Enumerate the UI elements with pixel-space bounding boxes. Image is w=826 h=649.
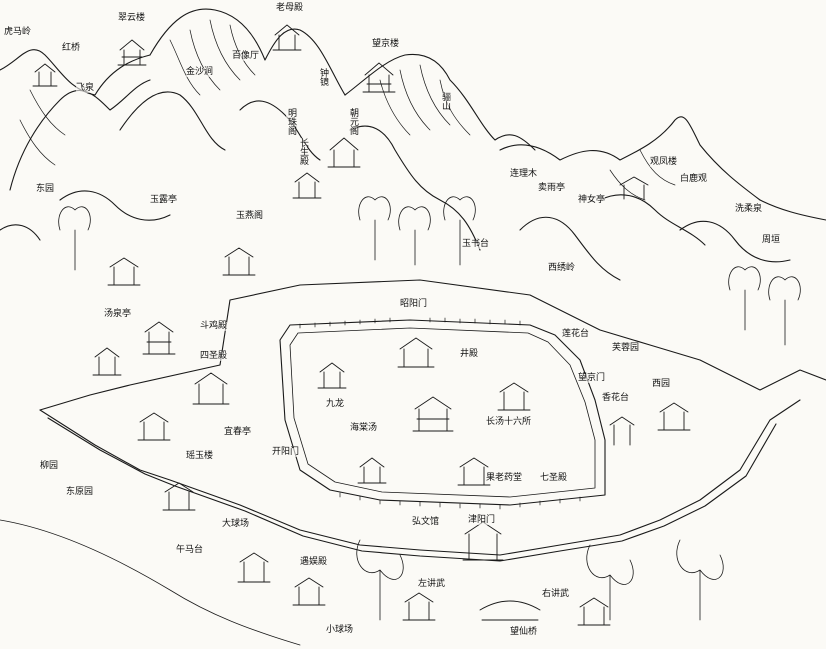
label-kai-yang-men: 开阳门: [272, 447, 300, 457]
label-yu-yan-ge: 玉燕阁: [236, 211, 264, 221]
label-hu-ma-ling: 虎马岭: [4, 27, 32, 37]
label-si-sheng-dian: 四圣殿: [200, 351, 228, 361]
label-lao-mu-dian: 老母殿: [276, 3, 304, 13]
label-qi-sheng-dian: 七圣殿: [540, 473, 568, 483]
label-wu-ma-tai: 午马台: [176, 545, 204, 555]
label-hong-qiao: 红桥: [62, 43, 81, 53]
label-you-jiang-jun: 右讲武: [542, 589, 570, 599]
mountain-range: [0, 8, 826, 281]
label-wang-jing-lou: 望京楼: [372, 39, 400, 49]
label-wang-xian-qiao: 望仙桥: [510, 627, 538, 637]
stream: [0, 519, 301, 646]
outer-city-wall: [39, 279, 826, 562]
label-xiao-qiu-chang: 小球场: [326, 625, 354, 635]
label-xi-xiu-ling: 西绣岭: [548, 263, 576, 273]
label-li-shan: 骊山: [440, 92, 450, 110]
label-liu-yuan: 柳园: [40, 461, 59, 471]
label-fei-quan: 飞泉: [76, 83, 95, 93]
label-yao-yu-lou: 瑶玉楼: [186, 451, 214, 461]
trees: [58, 196, 801, 621]
label-fu-rong-yuan: 芙蓉园: [612, 343, 640, 353]
buildings: [32, 24, 691, 626]
label-yu-xi-dian: 遇娱殿: [300, 557, 328, 567]
label-tai-qiu-chang: 大球场: [222, 519, 250, 529]
inner-palace-wall: [279, 317, 606, 510]
label-dong-yuan: 东园: [36, 184, 55, 194]
label-dong-yuan-b: 东原园: [66, 487, 94, 497]
label-mai-yu-ting: 卖雨亭: [538, 183, 566, 193]
label-zhang-sheng-dian: 长生殿: [298, 138, 308, 165]
label-guan-feng-lou: 观凤楼: [650, 157, 678, 167]
label-guo-lao-yao-tang: 果老药堂: [486, 473, 523, 483]
label-jiu-long: 九龙: [326, 399, 345, 409]
label-jin-sha-jian: 金沙涧: [186, 67, 214, 77]
label-lian-li: 连理木: [510, 169, 538, 179]
label-xi-yuan: 西园: [652, 379, 671, 389]
label-dou-ji-dian: 斗鸡殿: [200, 321, 228, 331]
label-chao-yuan-ge: 朝元阁: [348, 108, 358, 135]
label-wang-jing-men: 望京门: [578, 373, 606, 383]
wang-xian-bridge: [479, 600, 541, 621]
label-cui-yun-lou: 翠云楼: [118, 13, 146, 23]
label-jin-yang-men: 津阳门: [468, 515, 496, 525]
label-xiang-hua-tai: 香花台: [602, 393, 630, 403]
label-zhao-yang-men: 昭阳门: [400, 299, 428, 309]
label-zhang-tang-shi-liu-suo: 长汤十六所: [486, 417, 532, 427]
label-xi-rou-quan: 洗柔泉: [735, 204, 763, 214]
label-bai-xiang-ting: 百像厅: [232, 51, 260, 61]
label-bai-lu-guan: 白鹿观: [680, 174, 708, 184]
label-hong-wen-guan: 弘文馆: [412, 517, 440, 527]
label-xuan-yuan-ting: 宜春亭: [224, 427, 252, 437]
label-tang-quan-ting: 汤泉亭: [104, 309, 132, 319]
label-hai-tang-tang: 海棠汤: [350, 423, 378, 433]
label-ping-lan-ge: 明珠阁: [286, 108, 296, 135]
label-lian-hua-tai: 莲花台: [562, 329, 590, 339]
label-yu-lu-ting: 玉露亭: [150, 195, 178, 205]
label-zhong-jing: 钟镜: [318, 68, 328, 86]
label-yi-shu-tai: 玉书台: [462, 239, 490, 249]
label-zuo-jiang-jun: 左讲武: [418, 579, 446, 589]
label-shen-nv-ting: 神女亭: [578, 195, 606, 205]
label-zhou-yuan: 周垣: [762, 235, 781, 245]
label-jin-dian: 井殿: [460, 349, 479, 359]
